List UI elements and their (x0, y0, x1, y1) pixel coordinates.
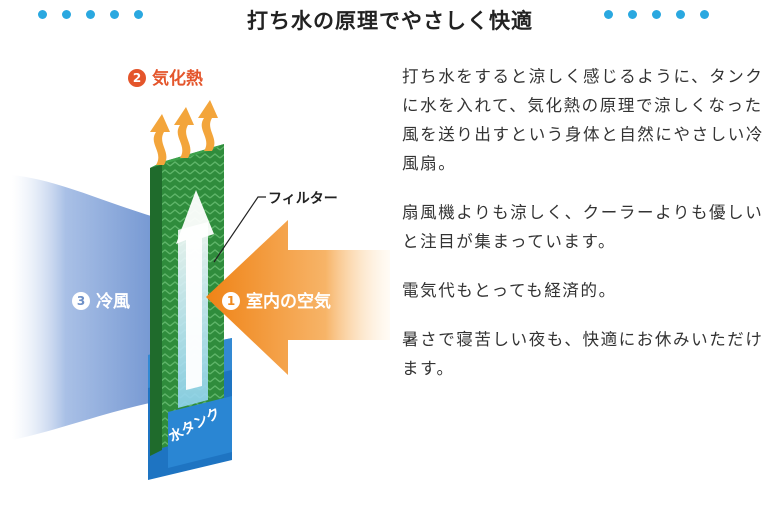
cooling-principle-diagram: 水タンク 2 気化熱 フィルター 3 冷風 1 室内の空気 (0, 40, 390, 490)
room-air-label-text: 室内の空気 (246, 292, 331, 312)
dot (134, 10, 143, 19)
dot (628, 10, 637, 19)
paragraph-comparison: 扇風機よりも涼しく、クーラーよりも優しいと注目が集まっています。 (402, 203, 764, 251)
dot (604, 10, 613, 19)
dot (38, 10, 47, 19)
paragraph-principle: 打ち水をすると涼しく感じるように、タンクに水を入れて、気化熱の原理で涼しくなった… (402, 67, 764, 173)
cool-air-label: 3 冷風 (72, 287, 130, 312)
diagram-graphic: 水タンク (12, 100, 390, 480)
dot (676, 10, 685, 19)
header: 打ち水の原理でやさしく快適 (0, 0, 780, 36)
paragraph-economy: 電気代もとっても経済的。 (402, 281, 617, 300)
badge-1: 1 (222, 292, 240, 310)
cool-air-label-text: 冷風 (96, 292, 130, 312)
dot (700, 10, 709, 19)
dot (110, 10, 119, 19)
cool-air-flow (12, 175, 165, 440)
badge-3: 3 (72, 292, 90, 310)
page-title: 打ち水の原理でやさしく快適 (247, 9, 533, 33)
room-air-label: 1 室内の空気 (222, 287, 331, 312)
decorative-dots-right (604, 10, 709, 19)
evaporation-heat-arrows (150, 100, 218, 165)
heat-label-text: 気化熱 (152, 69, 203, 89)
water-up-arrow (176, 190, 214, 390)
decorative-dots-left (38, 10, 143, 19)
badge-2: 2 (128, 69, 146, 87)
dot (652, 10, 661, 19)
room-air-arrow (206, 220, 390, 375)
filter-label: フィルター (268, 191, 338, 207)
paragraph-comfort: 暑さで寝苦しい夜も、快適にお休みいただけます。 (402, 330, 764, 378)
filter-side (150, 162, 162, 456)
heat-label: 2 気化熱 (128, 64, 203, 89)
dot (62, 10, 71, 19)
description: 打ち水をすると涼しく感じるように、タンクに水を入れて、気化熱の原理で涼しくなった… (402, 62, 774, 403)
filter-pointer-line (213, 196, 266, 263)
dot (86, 10, 95, 19)
